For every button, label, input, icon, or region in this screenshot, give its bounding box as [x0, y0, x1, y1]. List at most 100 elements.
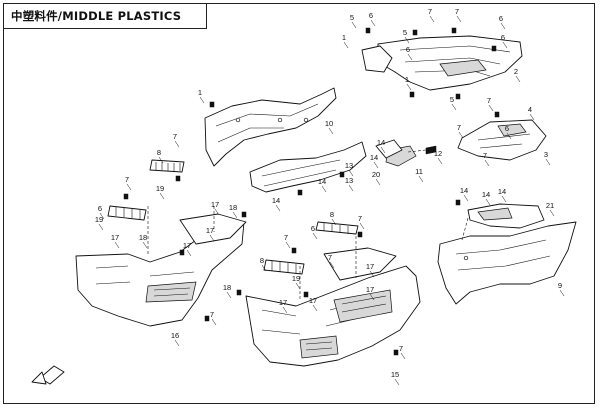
callout-13: 13: [345, 161, 353, 170]
part-15-center-footwell: [245, 247, 421, 367]
leader-line: [369, 270, 375, 278]
callout-6: 6: [311, 224, 315, 233]
callout-3: 3: [544, 150, 548, 159]
part-11-center-duct: [249, 139, 437, 193]
leader-line: [199, 96, 205, 104]
leader-line: [506, 132, 512, 140]
leader-line: [209, 234, 215, 242]
callout-5: 5: [403, 28, 407, 37]
callout-19: 19: [95, 215, 103, 224]
leader-line: [369, 293, 375, 301]
leader-line: [142, 241, 148, 249]
leader-line: [488, 104, 494, 112]
leader-line: [329, 261, 335, 269]
leader-line: [559, 289, 565, 297]
callout-1: 1: [198, 88, 202, 97]
leader-line: [348, 184, 354, 192]
leader-line: [458, 131, 464, 139]
leader-line: [429, 15, 435, 23]
callout-5: 5: [350, 13, 354, 22]
part-9-right-side-panel: [437, 221, 577, 305]
diagram-title: 中塑料件/MIDDLE PLASTICS: [11, 9, 182, 23]
callout-6: 6: [406, 45, 410, 54]
leader-line: [370, 19, 376, 27]
diagram-frame: [3, 3, 595, 404]
callout-11: 11: [415, 167, 423, 176]
leader-line: [404, 36, 410, 44]
callout-6: 6: [505, 124, 509, 133]
callout-21: 21: [546, 201, 554, 210]
callout-14: 14: [482, 190, 490, 199]
leader-line: [211, 318, 217, 326]
callout-14: 14: [318, 177, 326, 186]
callout-7: 7: [455, 7, 459, 16]
leader-line: [328, 127, 334, 135]
leader-line: [394, 378, 400, 386]
leader-line: [348, 169, 354, 177]
callout-14: 14: [272, 196, 280, 205]
callout-17: 17: [309, 296, 317, 305]
callout-1: 1: [342, 33, 346, 42]
callout-2: 2: [514, 67, 518, 76]
callout-14: 14: [377, 138, 385, 147]
callout-17: 17: [366, 285, 374, 294]
leader-line: [174, 339, 180, 347]
callout-19: 19: [156, 184, 164, 193]
leader-line: [158, 156, 164, 164]
leader-line: [373, 161, 379, 169]
callout-7: 7: [210, 310, 214, 319]
leader-line: [351, 21, 357, 29]
callout-20: 20: [372, 170, 380, 179]
callout-7: 7: [284, 233, 288, 242]
leader-line: [456, 15, 462, 23]
title-box: 中塑料件/MIDDLE PLASTICS: [3, 3, 207, 29]
leader-line: [451, 103, 457, 111]
callout-8: 8: [330, 210, 334, 219]
leader-line: [437, 157, 443, 165]
leader-line: [485, 198, 491, 206]
leader-line: [343, 41, 349, 49]
leader-line: [331, 218, 337, 226]
leader-line: [375, 178, 381, 186]
leader-line: [114, 241, 120, 249]
leader-line: [501, 195, 507, 203]
leader-line: [295, 282, 301, 290]
callout-18: 18: [223, 283, 231, 292]
callout-17: 17: [366, 262, 374, 271]
leader-line: [484, 159, 490, 167]
callout-12: 12: [434, 149, 442, 158]
front-direction-arrow-icon: [31, 365, 65, 385]
callout-18: 18: [139, 233, 147, 242]
callout-6: 6: [98, 204, 102, 213]
leader-line: [359, 222, 365, 230]
callout-14: 14: [370, 153, 378, 162]
callout-6: 6: [501, 33, 505, 42]
part-10-side-upper-panel: [204, 87, 337, 167]
leader-line: [400, 352, 406, 360]
leader-line: [529, 113, 535, 121]
leader-line: [232, 211, 238, 219]
callout-7: 7: [173, 132, 177, 141]
callout-10: 10: [325, 119, 333, 128]
fasteners: [123, 27, 500, 356]
assembly-dash-lines: [147, 149, 469, 300]
callout-4: 4: [528, 105, 532, 114]
leader-line: [282, 306, 288, 314]
callout-leaders: [98, 15, 565, 386]
callout-7: 7: [125, 175, 129, 184]
callout-7: 7: [358, 214, 362, 223]
part-16-left-footwell: [75, 213, 247, 327]
leader-line: [380, 146, 386, 154]
callout-14: 14: [498, 187, 506, 196]
leader-line: [321, 185, 327, 193]
leader-line: [545, 158, 551, 166]
callout-18: 18: [229, 203, 237, 212]
part-2-rear-top-panel: [361, 35, 523, 91]
leader-line: [502, 41, 508, 49]
leader-line: [463, 194, 469, 202]
leader-line: [312, 232, 318, 240]
callout-6: 6: [369, 11, 373, 20]
leader-line: [186, 249, 192, 257]
